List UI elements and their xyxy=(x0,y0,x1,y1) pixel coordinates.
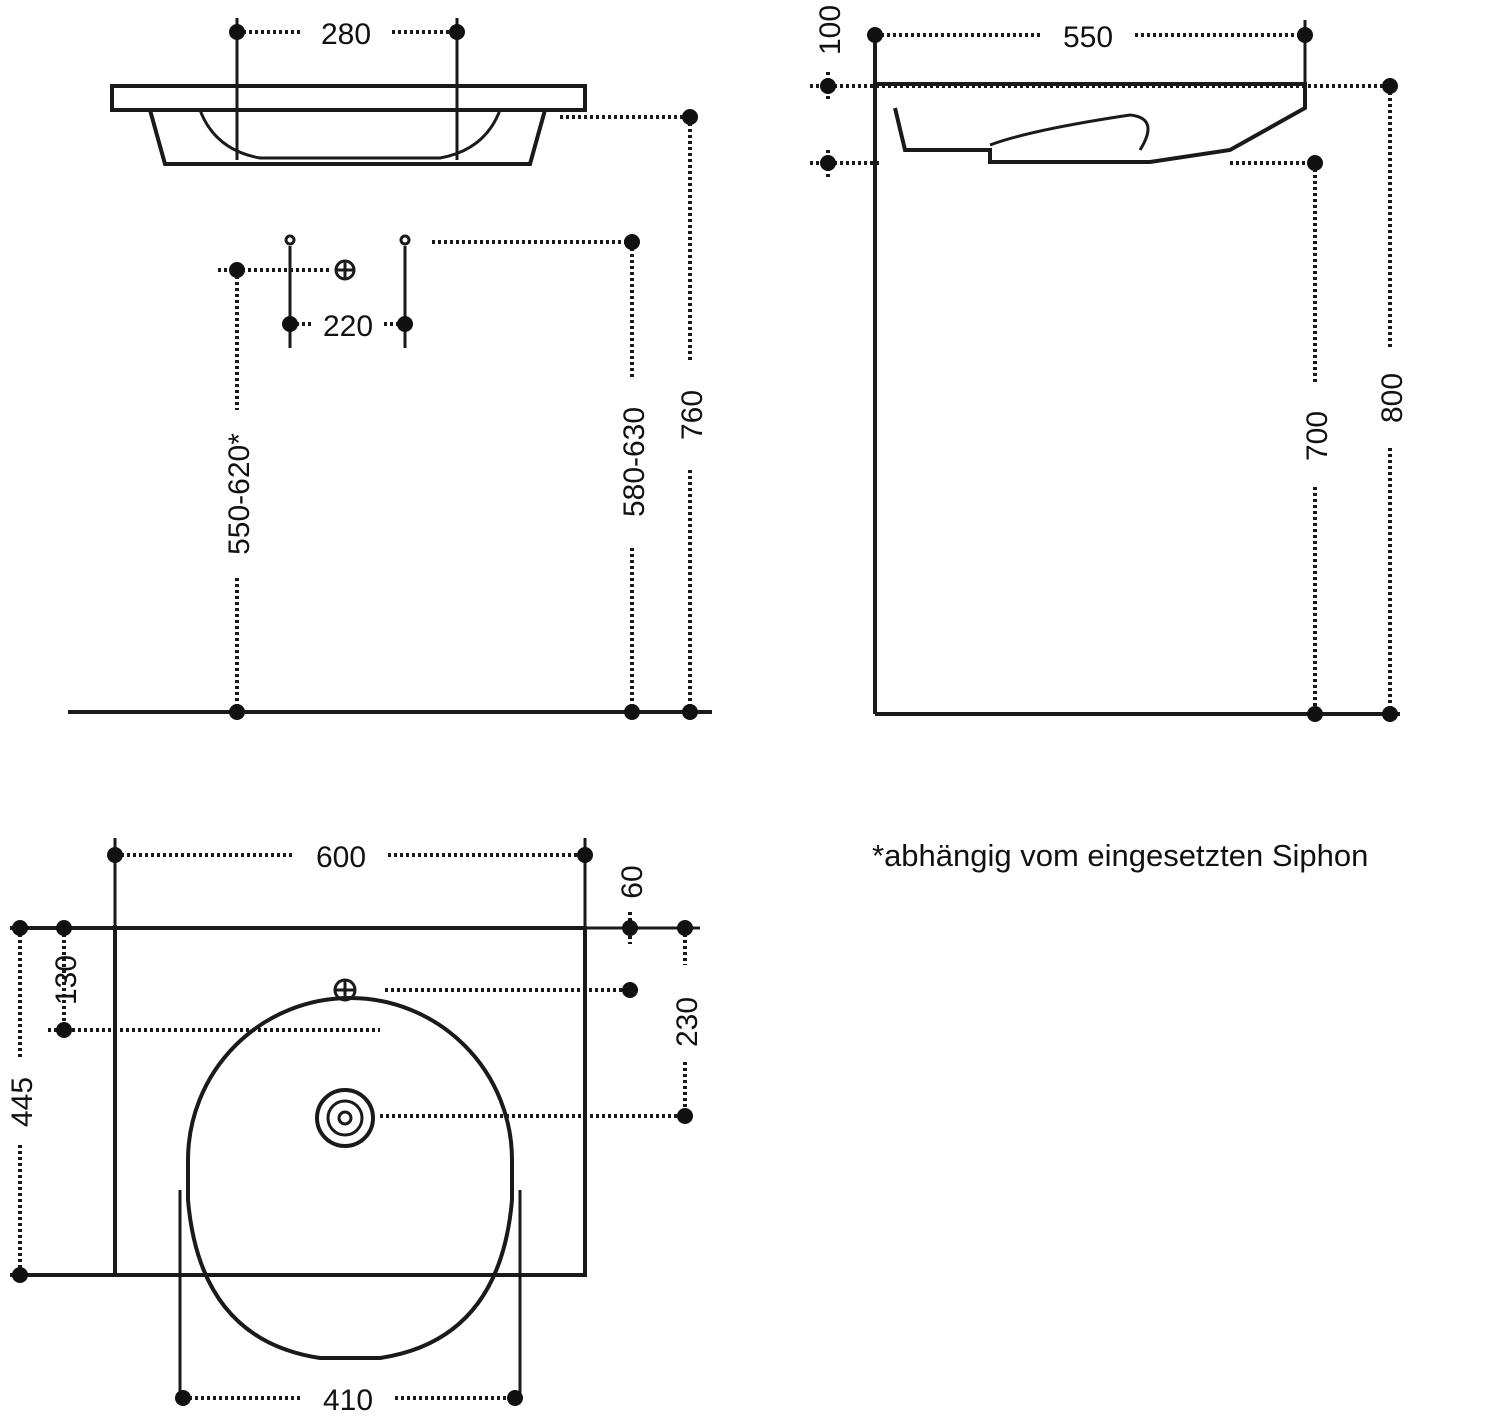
dim-front-supply-spacing: 220 xyxy=(323,310,373,343)
plan-bowl-outline xyxy=(186,996,514,1360)
dim-side-rim-thickness: 100 xyxy=(814,5,847,55)
plan-drain xyxy=(315,1088,375,1148)
dim-side-total-height: 800 xyxy=(1376,373,1409,423)
front-basin-body xyxy=(148,109,547,166)
dim-front-total-height: 760 xyxy=(676,390,709,440)
side-basin-bowl xyxy=(989,113,1150,151)
supply-connection-right xyxy=(399,234,411,246)
dim-plan-bowl-width: 410 xyxy=(323,1384,373,1417)
side-view: 550 100 700 800 xyxy=(810,5,1409,722)
dim-plan-total-depth: 445 xyxy=(6,1077,39,1127)
dim-front-tap-spacing: 280 xyxy=(321,18,371,51)
dim-plan-rim-offset: 60 xyxy=(616,865,649,898)
dim-plan-width: 600 xyxy=(316,841,366,874)
dim-side-depth: 550 xyxy=(1063,21,1113,54)
dim-front-drain-height: 550-620* xyxy=(223,433,256,555)
dim-plan-drain-offset: 230 xyxy=(671,997,704,1047)
plan-view: 600 60 130 230 xyxy=(6,838,704,1417)
drain-symbol-front xyxy=(334,259,356,281)
plan-bowl-inner xyxy=(178,1190,522,1400)
dim-front-supply-height: 580-630 xyxy=(618,407,651,517)
side-basin-profile xyxy=(875,82,1307,164)
front-basin-slab xyxy=(110,84,587,112)
dim-plan-tap-offset: 130 xyxy=(50,955,83,1005)
front-basin-bowl xyxy=(198,109,502,160)
siphon-note: *abhängig vom eingesetzten Siphon xyxy=(872,838,1368,873)
dim-side-underside-height: 700 xyxy=(1301,411,1334,461)
supply-connection-left xyxy=(284,234,296,246)
front-view: 280 760 220 550-620* xyxy=(68,18,712,720)
plan-basin-outline xyxy=(10,926,587,1277)
